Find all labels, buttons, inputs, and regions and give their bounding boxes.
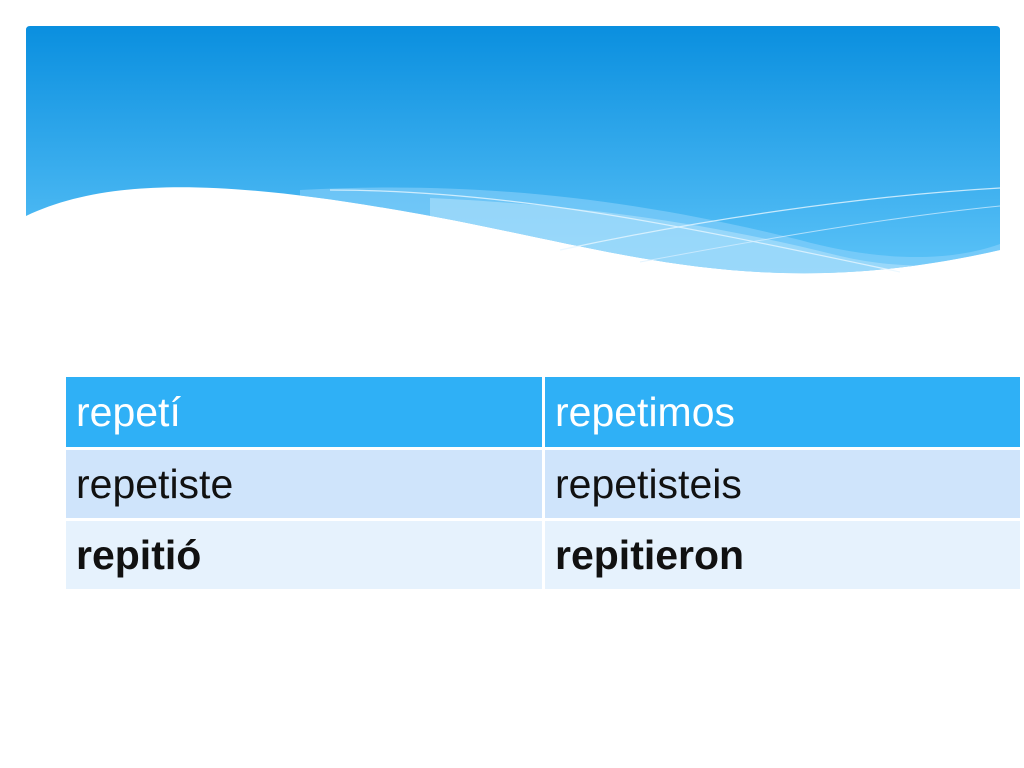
- wave-line: [639, 205, 1001, 263]
- wave-line: [329, 189, 901, 273]
- table-cell: repetimos: [542, 377, 1020, 450]
- table-cell: repetiste: [66, 450, 542, 521]
- table-cell: repitieron: [542, 521, 1020, 589]
- table-cell: repetisteis: [542, 450, 1020, 521]
- decorative-wave-banner: [26, 26, 1001, 274]
- table-row: repitió repitieron: [66, 521, 1020, 589]
- table-row: repetiste repetisteis: [66, 450, 1020, 521]
- banner-sky: [26, 26, 1000, 274]
- conjugation-table: repetí repetimos repetiste repetisteis r…: [66, 377, 1020, 589]
- table-cell: repetí: [66, 377, 542, 450]
- table-row: repetí repetimos: [66, 377, 1020, 450]
- wave-line: [559, 187, 1001, 251]
- table-cell: repitió: [66, 521, 542, 589]
